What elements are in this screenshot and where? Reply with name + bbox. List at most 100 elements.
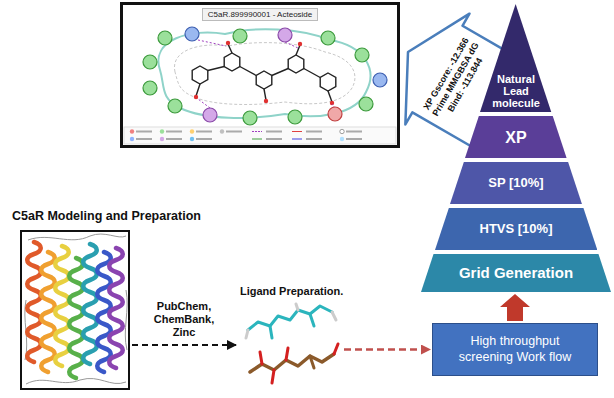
- ligand-structure: [256, 71, 272, 89]
- legend-strip: [292, 131, 302, 132]
- hydrogen-bond: [198, 40, 226, 46]
- protein-helix: [27, 242, 41, 362]
- ligand-sticks: [272, 370, 274, 383]
- panel-heading: C5aR Modeling and Preparation: [12, 209, 201, 223]
- residue-circle: [233, 29, 247, 43]
- hydrogen-bond: [285, 42, 298, 48]
- ligand-structure: [196, 84, 200, 96]
- ligand-sticks: [246, 304, 338, 383]
- legend-strip: [196, 138, 212, 140]
- protein-loop: [25, 234, 127, 384]
- block-arrow: [500, 294, 530, 321]
- pyramid-tier: HTVS [10%]: [435, 208, 597, 250]
- interaction-diagram: [120, 2, 400, 148]
- ligand-sticks: [248, 306, 332, 330]
- pyramid-tier: XP: [465, 116, 567, 158]
- ligand-sticks: [334, 344, 338, 354]
- connector-group: [500, 294, 530, 321]
- residue-circle: [355, 48, 369, 62]
- tier-shape: [421, 254, 611, 292]
- legend-strip: [160, 129, 164, 133]
- tier-label: SP [10%]: [488, 175, 543, 191]
- ligand-structure: [192, 44, 336, 102]
- figure-panel: Ligand Preparation.: [238, 300, 342, 394]
- connector-group: [132, 345, 236, 346]
- residue-circle: [143, 55, 157, 69]
- tier-shape: [480, 4, 551, 112]
- ligand-structure: [192, 66, 208, 84]
- ligand-structure: [304, 69, 320, 78]
- legend-strip: [190, 129, 194, 133]
- legend-strip: [124, 127, 396, 144]
- protein-helix: [55, 246, 69, 366]
- legend-strip: [220, 129, 224, 133]
- screenshot-frame: C5aR.899990001 - Acteoside: [120, 2, 400, 148]
- oxygen-atom: [298, 42, 302, 46]
- interaction-diagram: [158, 29, 370, 118]
- legend-strip: [266, 131, 282, 133]
- residue-circle: [359, 97, 373, 111]
- legend-strip: [160, 137, 164, 141]
- tier-shape: [465, 116, 567, 158]
- tier-label: XP: [505, 128, 526, 147]
- protein-loop: [125, 290, 127, 350]
- residue-circle: [328, 107, 342, 121]
- ligand-structure: [288, 55, 304, 73]
- legend-strip: [252, 139, 262, 140]
- figure-panel: C5aR Modeling and Preparation: [20, 230, 130, 390]
- legend-strip: [306, 131, 322, 133]
- legend-strip: [130, 137, 134, 141]
- box-label: High throughput screening Work flow: [451, 334, 579, 365]
- ligand-sticks: [270, 326, 272, 338]
- legend-strip: [190, 137, 194, 141]
- residue-circle: [321, 31, 335, 45]
- residue-circle: [278, 28, 292, 42]
- hydrogen-bond: [198, 99, 210, 108]
- protein-loop: [28, 234, 126, 240]
- tier-label: HTVS [10%]: [480, 221, 553, 237]
- residue-circle: [243, 111, 257, 125]
- ligand-structure: [224, 53, 240, 71]
- legend-strip: [136, 131, 152, 133]
- ligand-sticks: [246, 330, 248, 338]
- protein-helix: [27, 242, 123, 378]
- label-holder: PubChem, ChemBank, Zinc: [145, 300, 223, 339]
- ligand-structure: [264, 89, 266, 100]
- legend-strip: [346, 131, 362, 133]
- protein-helix: [109, 248, 123, 368]
- protein-helix: [69, 258, 83, 378]
- legend-strip: [292, 139, 302, 140]
- ligand-sticks: [310, 356, 314, 368]
- residue-circle: [143, 27, 387, 125]
- ligand-structure: [228, 44, 232, 53]
- ligand-sticks: [260, 352, 262, 364]
- legend-strip: [226, 131, 242, 133]
- ligand-structure: [240, 67, 256, 76]
- oxygen-atom: [194, 95, 198, 99]
- legend-strip: [166, 131, 182, 133]
- ligand-structure: [272, 69, 288, 76]
- residue-circle: [168, 99, 182, 113]
- residue-circle: [203, 108, 217, 122]
- tier-shape: [435, 208, 597, 250]
- ligand-sticks: [310, 314, 314, 326]
- screenshot-title: C5aR.899990001 - Acteoside: [202, 8, 319, 21]
- edge-label: PubChem, ChemBank, Zinc: [145, 300, 223, 339]
- dashed-arrow: [132, 344, 236, 346]
- tier-shape: [450, 162, 582, 204]
- interaction-diagram: [120, 2, 400, 148]
- residue-circle: [288, 110, 302, 124]
- legend-strip: [166, 138, 182, 140]
- ligand-sticks: [286, 348, 288, 360]
- legend-strip: [266, 138, 282, 140]
- protein-helix: [83, 244, 97, 364]
- legend-strip: [252, 131, 262, 132]
- residue-circle: [158, 31, 172, 45]
- legend-strip: [306, 138, 322, 140]
- ligand-sticks: [332, 312, 336, 320]
- legend-strip: [196, 131, 212, 133]
- legend-strip: [124, 127, 396, 144]
- legend-strip: [340, 137, 344, 141]
- legend-strip: [130, 129, 134, 133]
